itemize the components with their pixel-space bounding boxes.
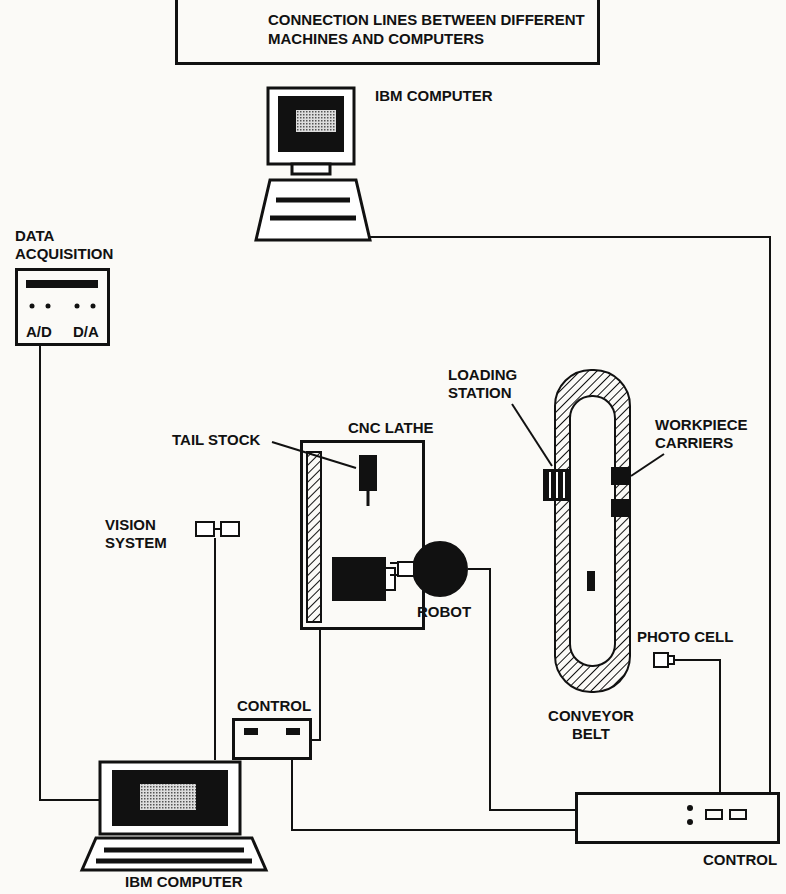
conveyor-drawing — [544, 370, 630, 692]
lathe-box: CNC LATHE — [300, 440, 425, 630]
node-label: ROBOT — [417, 603, 471, 621]
data-acquisition-panel — [26, 280, 98, 309]
vision-system: VISION SYSTEM — [195, 520, 240, 538]
node-label: DATA ACQUISITION — [15, 227, 130, 263]
computer: IBM COMPUTER — [250, 85, 370, 245]
control-box: CONTROL — [232, 718, 312, 760]
leader-line — [272, 442, 356, 468]
control-box: CONTROL — [575, 792, 780, 844]
photo-cell-drawing — [654, 653, 674, 667]
connection-line — [468, 569, 575, 810]
node-label: CNC LATHE — [348, 419, 434, 437]
legend-label: CONNECTION LINES BETWEEN DIFFERENT MACHI… — [268, 10, 588, 48]
lathe-drawing — [307, 452, 395, 622]
port-label: A/D — [26, 323, 52, 341]
computer-drawing — [256, 88, 370, 240]
port-label: D/A — [73, 323, 99, 341]
node-label: IBM COMPUTER — [125, 873, 243, 891]
node-label: CONVEYOR BELT — [542, 707, 640, 743]
node-label: VISION SYSTEM — [105, 516, 181, 552]
computer-drawing — [82, 762, 266, 870]
connection-line — [370, 237, 770, 792]
node-label: CONTROL — [703, 851, 777, 869]
legend-text: CONNECTION LINES BETWEEN DIFFERENT MACHI… — [268, 10, 588, 48]
connection-line — [215, 538, 216, 760]
connection-line — [292, 760, 575, 830]
node-label: IBM COMPUTER — [375, 87, 493, 105]
legend-box: CONNECTION LINES BETWEEN DIFFERENT MACHI… — [175, 0, 600, 65]
part-label: LOADING STATION — [448, 366, 543, 402]
connection-line — [674, 660, 720, 792]
photo-cell: PHOTO CELL — [652, 652, 674, 668]
leader-line — [631, 454, 664, 476]
robot: ROBOT — [412, 541, 468, 597]
camera-drawing — [196, 522, 239, 536]
computer: IBM COMPUTER — [80, 760, 270, 872]
data-acquisition-box: DATA ACQUISITIONA/DD/A — [15, 268, 110, 346]
node-label: PHOTO CELL — [637, 628, 733, 646]
node-label: CONTROL — [237, 697, 311, 715]
conveyor-belt: CONVEYOR BELT — [550, 365, 632, 695]
robot-drawing — [390, 542, 467, 596]
part-label: TAIL STOCK — [172, 431, 260, 449]
part-label: WORKPIECE CARRIERS — [655, 416, 775, 452]
connection-line — [312, 630, 320, 740]
connection-line — [40, 346, 100, 800]
leader-line — [512, 404, 552, 466]
